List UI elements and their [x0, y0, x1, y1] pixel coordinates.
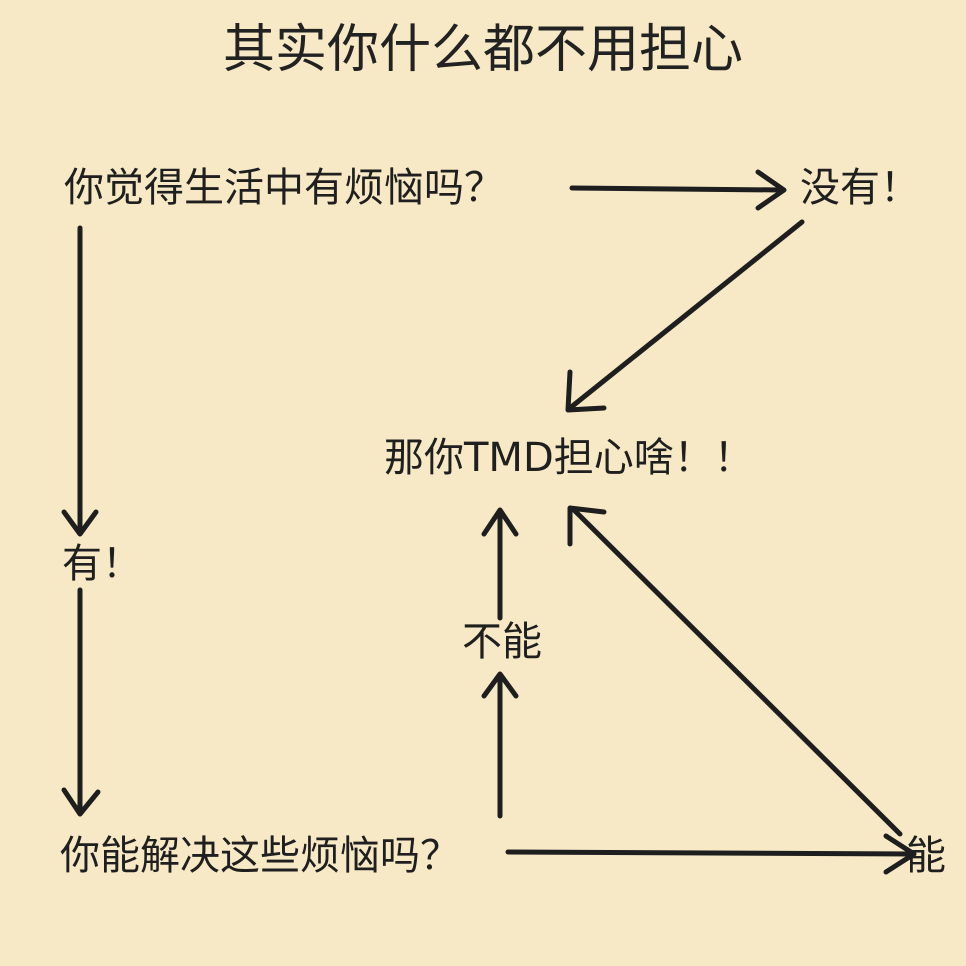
arrow-can-to-conclusion [567, 505, 903, 837]
arrow-yes-to-solve-question [61, 587, 101, 817]
answer-yes-node: 有！ [62, 541, 142, 587]
arrow-solve-question-to-can [505, 833, 917, 875]
question-solve-node: 你能解决这些烦恼吗？ [60, 833, 460, 879]
arrow-question-to-yes [61, 225, 99, 537]
answer-can-node: 能 [906, 833, 946, 879]
answer-no-node: 没有！ [800, 165, 920, 211]
question-troubles-node: 你觉得生活中有烦恼吗？ [64, 165, 504, 211]
diagram-title: 其实你什么都不用担心 [222, 20, 743, 80]
arrow-cannot-to-conclusion [481, 507, 519, 621]
arrow-question-to-no [569, 169, 787, 211]
answer-cannot-node: 不能 [462, 619, 542, 665]
arrow-solve-question-to-cannot [481, 671, 519, 819]
arrow-no-to-conclusion [565, 219, 805, 413]
conclusion-node: 那你TMD担心啥！！ [384, 435, 754, 481]
